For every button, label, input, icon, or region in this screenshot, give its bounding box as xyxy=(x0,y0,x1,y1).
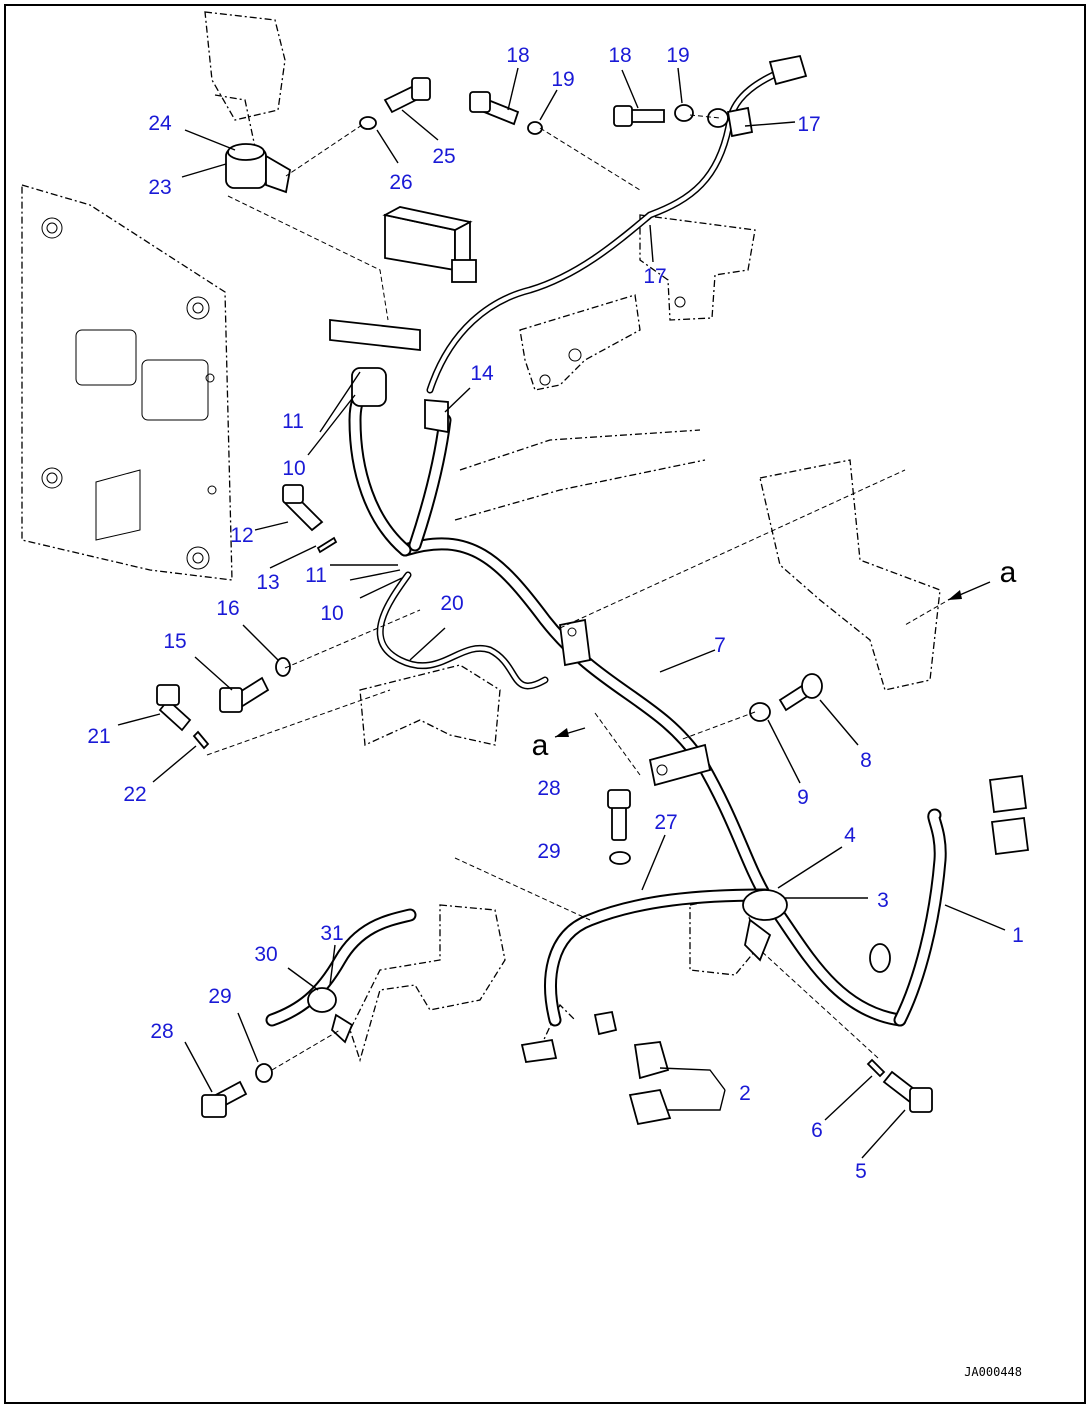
washer-19b xyxy=(674,104,694,122)
washer-29b xyxy=(255,1063,273,1083)
bolt-28a xyxy=(607,789,631,841)
washer-16 xyxy=(275,657,291,677)
washer-9 xyxy=(749,702,771,722)
main-harness xyxy=(348,373,947,1027)
callout-12: 12 xyxy=(230,524,253,547)
callout-9: 9 xyxy=(797,786,809,809)
bolt-25 xyxy=(383,77,431,114)
callout-19-right: 19 xyxy=(666,44,689,67)
callout-19-left: 19 xyxy=(551,68,574,91)
sub-harness-17 xyxy=(426,66,789,394)
washer-13 xyxy=(316,536,338,554)
bolt-5 xyxy=(882,1070,933,1113)
clamp-3-4 xyxy=(742,889,788,962)
callout-11-lower: 11 xyxy=(305,564,327,587)
washer-19a xyxy=(527,121,543,135)
clamp-7 xyxy=(559,618,712,787)
callout-8: 8 xyxy=(860,749,872,772)
bolt-8 xyxy=(778,673,823,712)
callout-15: 15 xyxy=(163,630,186,653)
callout-3: 3 xyxy=(877,889,889,912)
callout-18-right: 18 xyxy=(608,44,631,67)
frame-member xyxy=(349,429,941,1063)
callout-29-lower: 29 xyxy=(208,985,231,1008)
relay-box xyxy=(382,206,477,283)
view-marker-right: a xyxy=(904,556,1017,626)
clamp-30-31 xyxy=(265,908,417,1044)
reference-lines xyxy=(206,114,906,1071)
callout-17-right: 17 xyxy=(797,113,820,136)
connector-bracket-11 xyxy=(329,318,449,434)
drawing-code: JA000448 xyxy=(964,1365,1022,1379)
callout-1: 1 xyxy=(1012,924,1024,947)
callout-16: 16 xyxy=(216,597,239,620)
washer-22 xyxy=(192,730,210,750)
callout-28-lower: 28 xyxy=(150,1020,173,1043)
bolt-18a xyxy=(469,91,520,126)
callout-23: 23 xyxy=(148,176,171,199)
bolt-28b xyxy=(201,1080,248,1118)
connector-1 xyxy=(869,774,1030,973)
callout-11-upper: 11 xyxy=(282,410,304,433)
washer-6 xyxy=(866,1058,886,1078)
callout-28-upper: 28 xyxy=(537,777,560,800)
callout-7: 7 xyxy=(714,634,726,657)
leader-lines xyxy=(117,67,1006,1159)
upper-bracket xyxy=(204,11,756,391)
callout-6: 6 xyxy=(811,1119,823,1142)
diagram-frame xyxy=(4,4,1086,1404)
svg-text:a: a xyxy=(1000,556,1017,589)
callout-2: 2 xyxy=(739,1082,751,1105)
callout-18-left: 18 xyxy=(506,44,529,67)
callout-25: 25 xyxy=(432,145,455,168)
callout-13: 13 xyxy=(256,571,279,594)
bolt-18b xyxy=(613,105,665,127)
connectors-2 xyxy=(520,1010,672,1126)
bolt-12 xyxy=(282,484,324,532)
callout-10-lower: 10 xyxy=(320,602,343,625)
callout-21: 21 xyxy=(87,725,110,748)
callout-4: 4 xyxy=(844,824,856,847)
callout-26: 26 xyxy=(389,171,412,194)
callout-10-upper: 10 xyxy=(282,457,305,480)
washer-26 xyxy=(359,116,377,130)
callout-14: 14 xyxy=(470,362,494,385)
callout-labels: 1 2 3 4 5 6 7 8 9 10 10 11 11 12 13 14 1… xyxy=(87,44,1024,1183)
callout-30: 30 xyxy=(254,943,277,966)
washer-29a xyxy=(609,851,631,865)
callout-24: 24 xyxy=(148,112,172,135)
view-marker-left: a xyxy=(532,712,641,776)
svg-text:a: a xyxy=(532,729,549,762)
bolt-21 xyxy=(156,684,192,732)
ground-wire-20 xyxy=(376,571,549,690)
clamp-23 xyxy=(225,143,291,194)
callout-27: 27 xyxy=(654,811,677,834)
mounting-panel xyxy=(21,184,233,581)
callout-5: 5 xyxy=(855,1160,867,1183)
callout-20: 20 xyxy=(440,592,463,615)
callout-22: 22 xyxy=(123,783,146,806)
bolt-15 xyxy=(219,676,270,713)
connector-17-end xyxy=(707,54,808,138)
callout-31: 31 xyxy=(320,922,343,945)
callout-17-middle: 17 xyxy=(643,265,666,288)
callout-29-upper: 29 xyxy=(537,840,560,863)
